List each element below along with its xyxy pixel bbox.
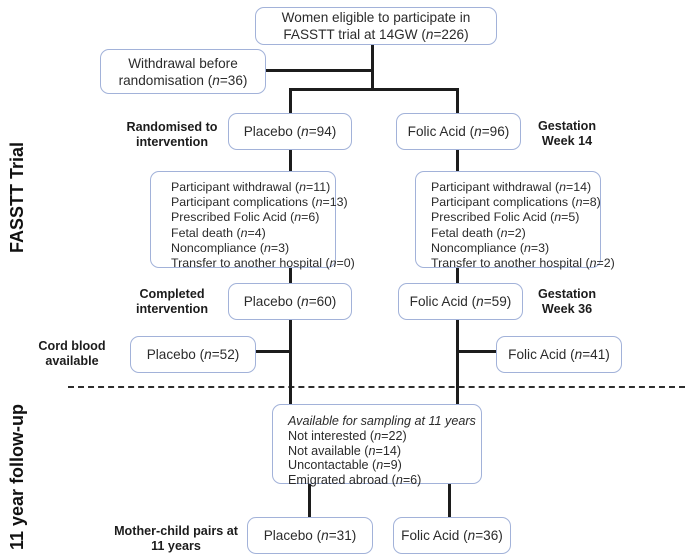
box-sampling-11-years: Available for sampling at 11 years Not i… — [272, 404, 482, 487]
box-withdrawal-text: Withdrawal before randomisation (n=36) — [118, 55, 248, 88]
exclusion-line: Prescribed Folic Acid (n=5) — [431, 210, 580, 225]
box-placebo-cord-blood: Placebo (n=52) — [130, 336, 256, 373]
box-eligible-text: Women eligible to participate in FASSTT … — [281, 10, 471, 42]
exclusion-line: Noncompliance (n=3) — [431, 240, 550, 255]
connector-sampling-to-folic36 — [448, 483, 451, 518]
connector-cord-placebo — [255, 350, 292, 353]
box-placebo-completed-text: Placebo (n=60) — [243, 294, 337, 309]
box-placebo-exclusions: Participant withdrawal (n=11) Participan… — [150, 171, 355, 271]
box-placebo-completed: Placebo (n=60) — [228, 283, 352, 320]
box-placebo-randomised: Placebo (n=94) — [228, 113, 352, 150]
box-folic-11-years: Folic Acid (n=36) — [393, 517, 511, 554]
exclusion-line: Fetal death (n=4) — [171, 225, 266, 240]
label-gestation-week-36: Gestation Week 36 — [537, 287, 597, 316]
connector-placebo-to-detail — [289, 149, 292, 172]
box-folic-cord-blood-text: Folic Acid (n=41) — [508, 347, 610, 362]
connector-split-bar — [289, 88, 459, 91]
box-eligible: Women eligible to participate in FASSTT … — [255, 7, 497, 45]
connector-sampling-to-placebo31 — [308, 483, 311, 518]
box-placebo-cord-blood-text: Placebo (n=52) — [146, 347, 240, 362]
connector-placebo60-to-sampling — [289, 319, 292, 405]
section-divider-dashed-line — [68, 386, 685, 388]
box-folic-11-years-text: Folic Acid (n=36) — [401, 528, 503, 543]
label-completed-intervention: Completed intervention — [135, 287, 209, 316]
box-withdrawal: Withdrawal before randomisation (n=36) — [100, 49, 266, 94]
connector-split-left-down — [289, 88, 292, 114]
box-folic-completed-text: Folic Acid (n=59) — [409, 294, 512, 309]
box-placebo-11-years-text: Placebo (n=31) — [263, 528, 357, 543]
label-cord-blood-available: Cord blood available — [38, 339, 106, 368]
exclusion-line: Participant complications (n=13) — [171, 195, 348, 210]
exclusion-line: Fetal death (n=2) — [431, 225, 526, 240]
section-label-11-year-followup: 11 year follow-up — [7, 403, 27, 550]
exclusion-line: Prescribed Folic Acid (n=6) — [171, 210, 320, 225]
connector-folic-to-detail — [456, 149, 459, 172]
connector-cord-folic — [457, 350, 497, 353]
exclusion-line: Participant withdrawal (n=11) — [171, 180, 331, 194]
connector-withdrawal — [264, 69, 373, 72]
exclusion-line: Noncompliance (n=3) — [171, 240, 290, 255]
connector-detail-to-folic59 — [456, 267, 459, 284]
box-folic-exclusions: Participant withdrawal (n=14) Participan… — [415, 171, 615, 271]
sampling-line: Emigrated abroad (n=6) — [288, 473, 422, 488]
sampling-line: Not interested (n=22) — [288, 428, 407, 443]
box-placebo-randomised-text: Placebo (n=94) — [243, 124, 337, 139]
label-mother-child-pairs: Mother-child pairs at 11 years — [114, 524, 238, 553]
connector-folic59-to-sampling — [456, 319, 459, 405]
box-folic-completed: Folic Acid (n=59) — [398, 283, 523, 320]
exclusion-line: Transfer to another hospital (n=2) — [431, 256, 615, 271]
connector-detail-to-placebo60 — [289, 267, 292, 284]
label-randomised-to-intervention: Randomised to intervention — [126, 120, 218, 149]
box-folic-cord-blood: Folic Acid (n=41) — [496, 336, 622, 373]
box-folic-randomised-text: Folic Acid (n=96) — [407, 124, 510, 139]
connector-split-right-down — [456, 88, 459, 114]
exclusion-line: Participant complications (n=8) — [431, 195, 601, 210]
label-gestation-week-14: Gestation Week 14 — [537, 119, 597, 148]
sampling-title: Available for sampling at 11 years — [288, 414, 476, 428]
sampling-line: Uncontactable (n=9) — [288, 458, 402, 473]
box-placebo-11-years: Placebo (n=31) — [247, 517, 373, 554]
exclusion-line: Transfer to another hospital (n=0) — [171, 256, 355, 271]
box-folic-randomised: Folic Acid (n=96) — [396, 113, 521, 150]
exclusion-line: Participant withdrawal (n=14) — [431, 180, 592, 194]
connector-eligible-down — [371, 45, 374, 91]
section-label-fasstt-trial: FASSTT Trial — [7, 141, 27, 253]
sampling-line: Not available (n=14) — [288, 443, 402, 458]
